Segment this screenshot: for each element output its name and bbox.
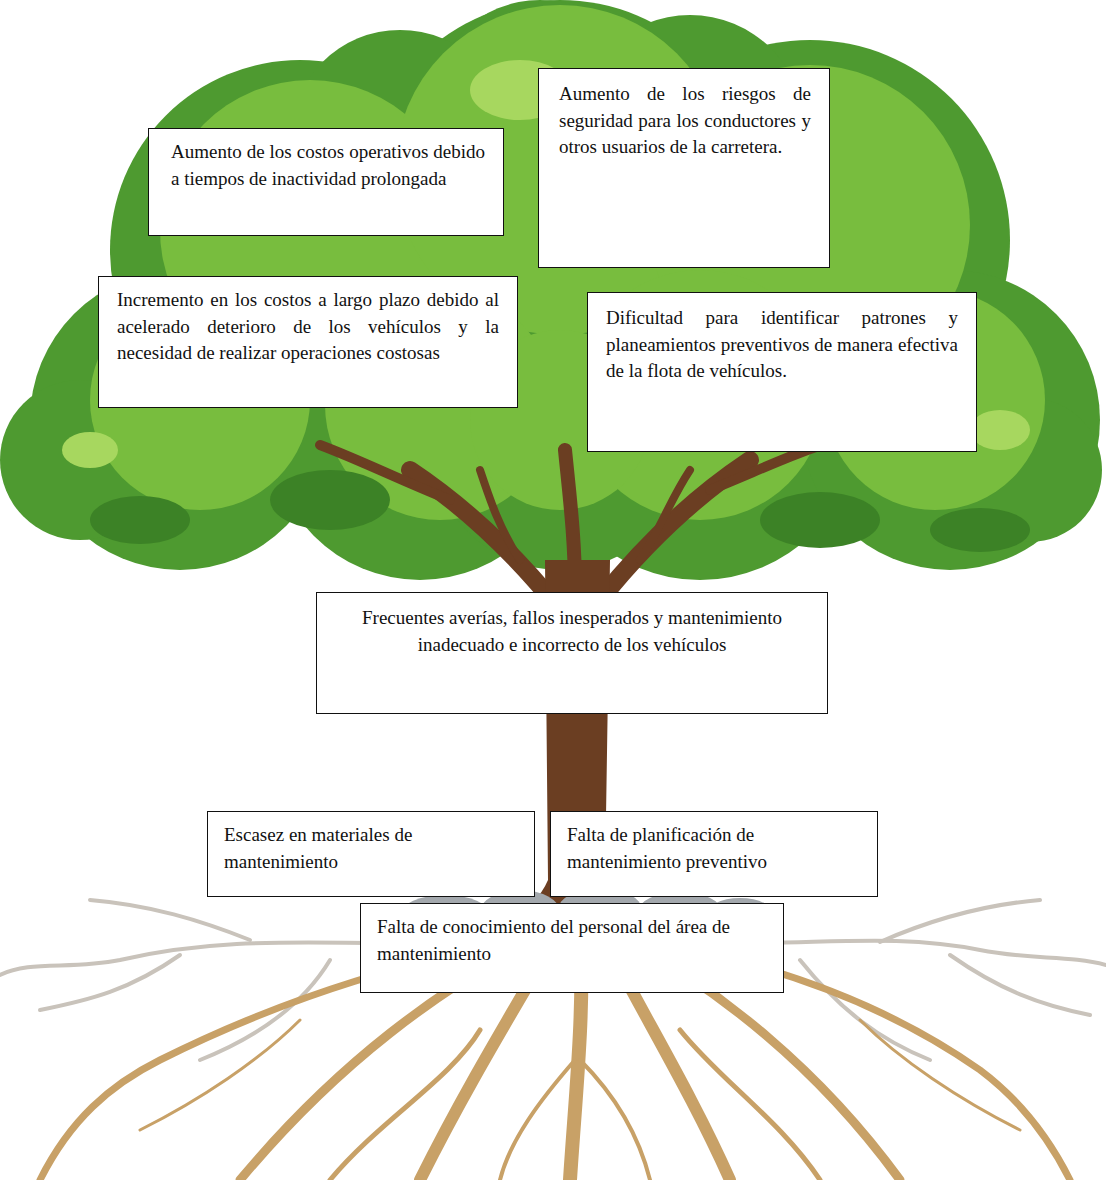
- effect-box: Dificultad para identificar patrones y p…: [587, 292, 977, 452]
- tree-roots-part-part: [500, 1060, 575, 1180]
- tree-roots-part-part: [860, 1020, 1020, 1130]
- problem-box: Frecuentes averías, fallos inesperados y…: [316, 592, 828, 714]
- tree-roots-part: [0, 900, 1106, 1060]
- tree-roots-part-part: [580, 1060, 650, 1180]
- tree-canopy-part: [90, 470, 1030, 552]
- tree-roots-part-part: [330, 1030, 480, 1180]
- cause-box: Escasez en materiales de mantenimiento: [207, 811, 535, 897]
- tree-roots-part-part: [90, 900, 250, 940]
- tree-canopy-part-part: [90, 496, 190, 544]
- tree-roots: [0, 900, 1106, 1180]
- tree-canopy-part: [90, 5, 1045, 520]
- box-text: Dificultad para identificar patrones y p…: [606, 305, 958, 385]
- cause-box: Falta de conocimiento del personal del á…: [360, 903, 784, 993]
- tree-roots-part-part: [40, 955, 180, 1010]
- tree-canopy-part-part: [270, 470, 390, 530]
- box-text: Frecuentes averías, fallos inesperados y…: [333, 605, 811, 658]
- tree-canopy-part-part: [970, 410, 1030, 450]
- tree-canopy-part-part: [760, 492, 880, 548]
- box-text: Falta de conocimiento del personal del á…: [377, 914, 769, 967]
- effect-box: Aumento de los riesgos de seguridad para…: [538, 68, 830, 268]
- box-text: Incremento en los costos a largo plazo d…: [117, 287, 499, 367]
- effect-box: Aumento de los costos operativos debido …: [148, 128, 504, 236]
- tree-trunk-part-part: [640, 470, 690, 560]
- box-text: Escasez en materiales de mantenimiento: [224, 822, 520, 875]
- tree-roots-part-part: [880, 900, 1040, 942]
- box-text: Aumento de los riesgos de seguridad para…: [559, 81, 811, 161]
- tree-canopy-part-part: [930, 508, 1030, 552]
- tree-roots-part-part: [680, 1030, 820, 1180]
- tree-trunk-part-part: [480, 470, 520, 560]
- tree-roots-part-part: [950, 955, 1090, 1015]
- tree-canopy-part: [62, 60, 1030, 468]
- cause-box: Falta de planificación de mantenimiento …: [550, 811, 878, 897]
- tree-canopy-part-part: [62, 432, 118, 468]
- tree-canopy: [0, 0, 1102, 580]
- tree-roots-part-part: [140, 1020, 300, 1130]
- tree-roots-part-part: [800, 960, 930, 1060]
- tree-trunk-part-part: [320, 445, 450, 500]
- tree-canopy-part: [0, 0, 1102, 580]
- box-text: Falta de planificación de mantenimiento …: [567, 822, 863, 875]
- effect-box: Incremento en los costos a largo plazo d…: [98, 276, 518, 408]
- box-text: Aumento de los costos operativos debido …: [171, 139, 485, 192]
